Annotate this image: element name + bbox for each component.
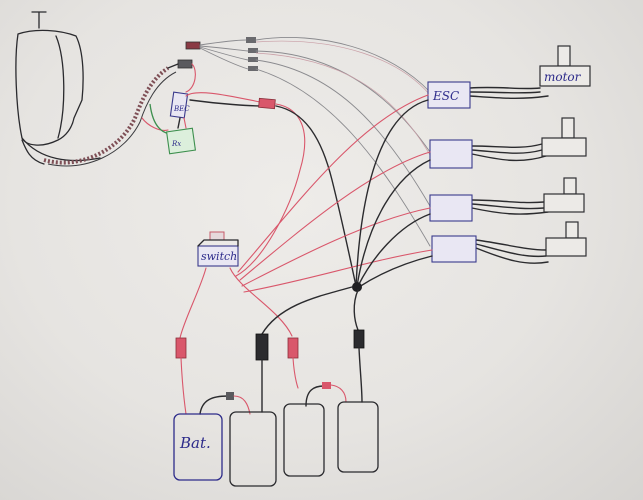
esc-1: ESC [427, 81, 471, 109]
esc-2 [429, 139, 473, 169]
motor-4 [545, 221, 587, 257]
battery-1: Bat. [173, 413, 223, 481]
signal-connectors [167, 37, 258, 93]
esc-4 [431, 235, 477, 263]
esc-power-lines [237, 94, 433, 293]
signal-wires [255, 37, 431, 247]
receiver-label: Rx [171, 140, 181, 148]
battery-label: Bat. [179, 434, 211, 452]
transmitter-handle [15, 11, 101, 165]
motor-1: motor [539, 45, 591, 87]
battery-2 [229, 411, 277, 487]
motor-label: motor [544, 70, 582, 84]
switch-module: switch [197, 231, 239, 267]
motor-2 [541, 117, 587, 157]
bec-module: BEC [169, 91, 190, 129]
esc-motor-wires [469, 86, 549, 264]
esc-label: ESC [432, 89, 459, 103]
bec-label: BEC [173, 105, 190, 113]
battery-leads [175, 267, 365, 415]
receiver-module: Rx [165, 127, 197, 155]
esc-3 [429, 194, 473, 222]
battery-4 [337, 401, 379, 473]
battery-3 [283, 403, 325, 477]
power-lead [185, 92, 357, 287]
motor-3 [543, 177, 585, 213]
switch-label: switch [201, 250, 237, 263]
ground-junction [352, 282, 362, 292]
